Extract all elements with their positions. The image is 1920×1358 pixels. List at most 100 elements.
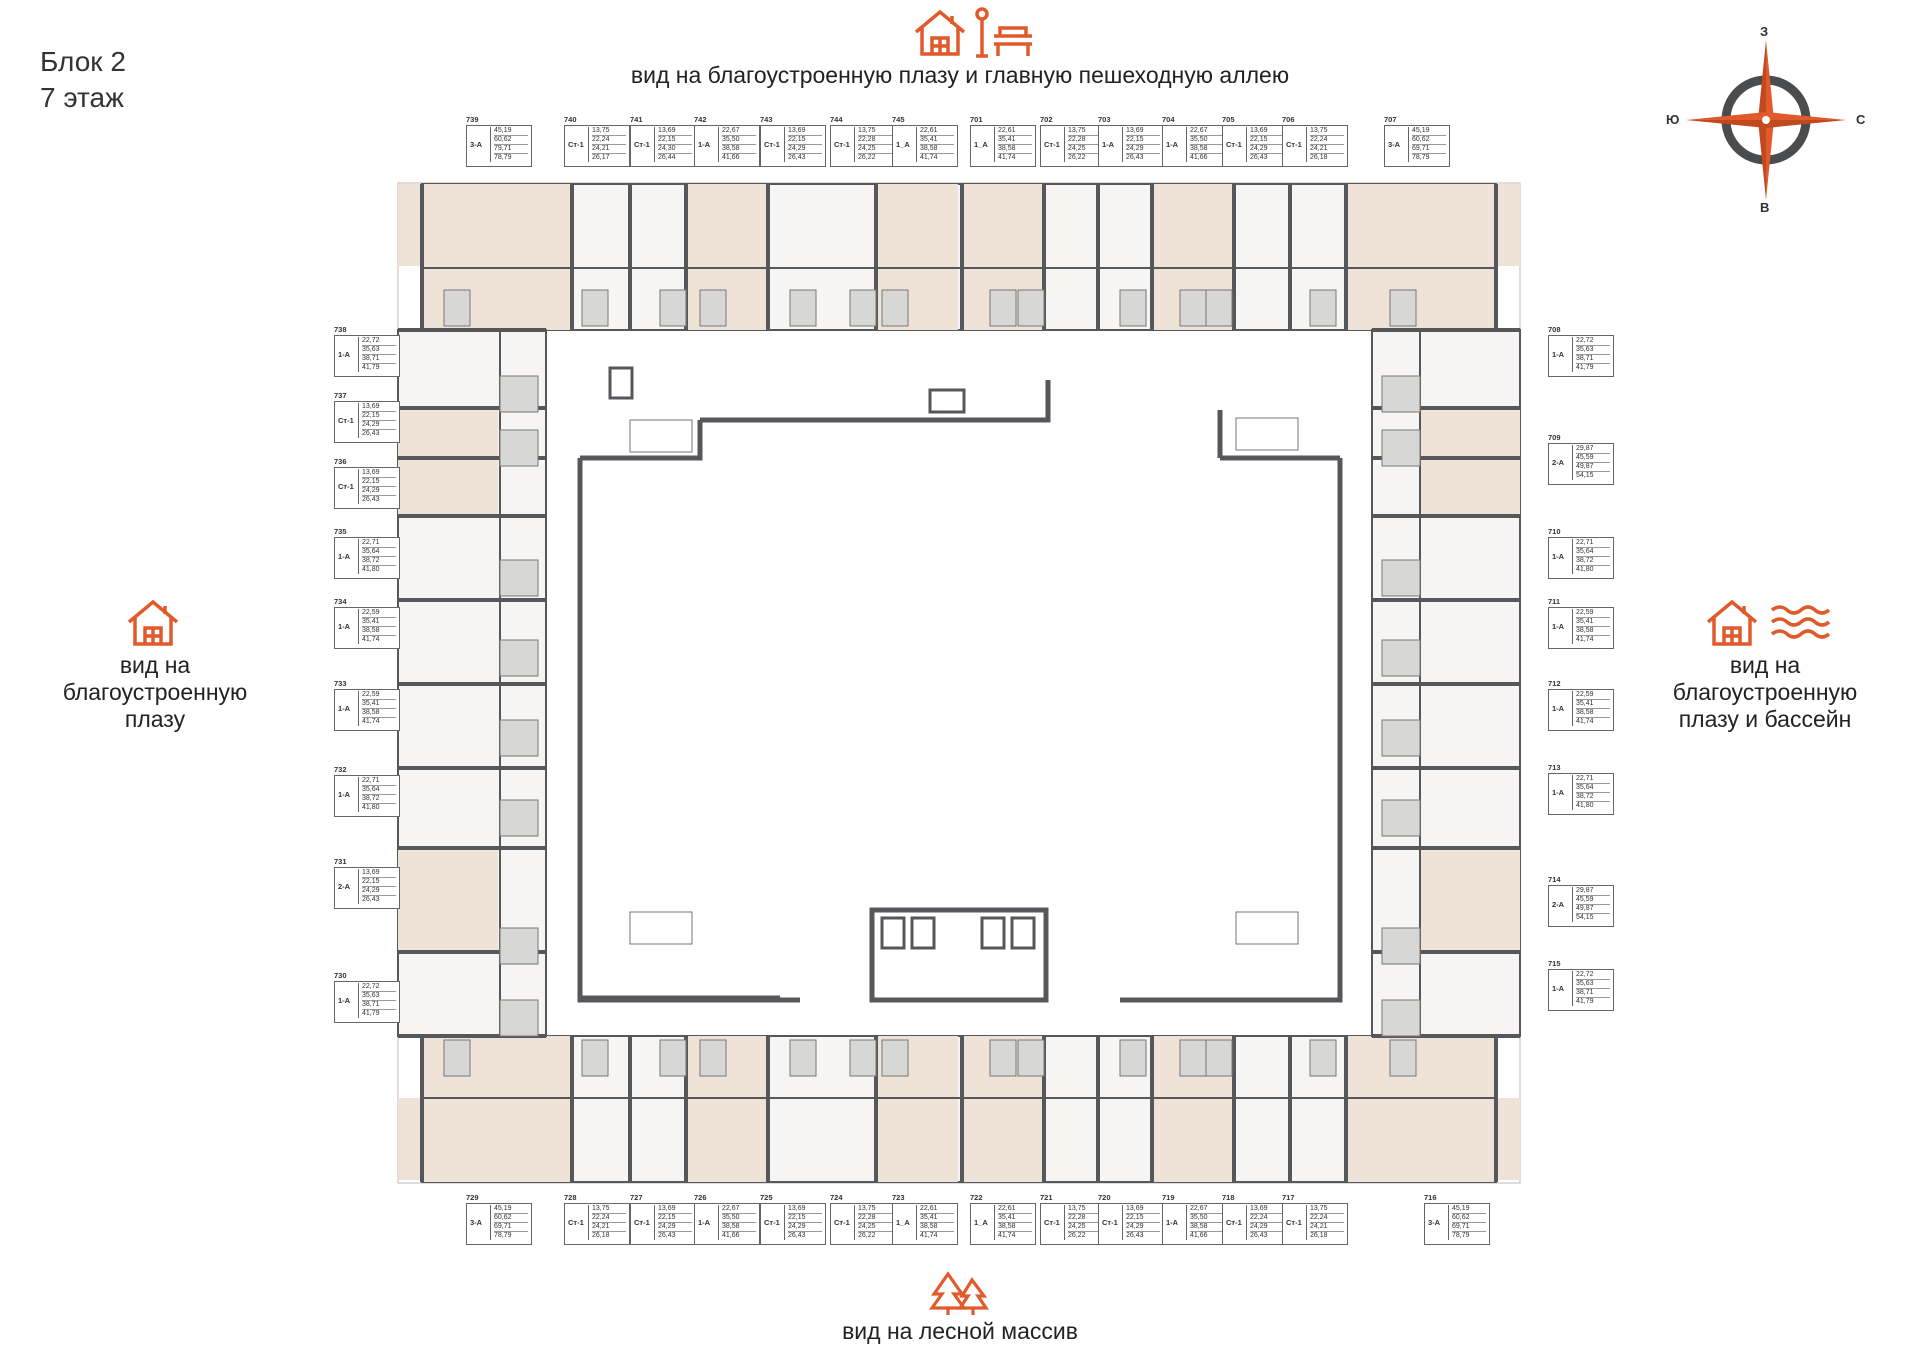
apartment-number: 703 xyxy=(1098,115,1111,124)
bathroom xyxy=(1179,289,1207,327)
block-floor-title: Блок 2 7 этаж xyxy=(40,44,126,116)
apartment-area-value: 13,75 xyxy=(592,127,626,136)
apartment-area-value: 13,69 xyxy=(362,469,396,478)
apartment-area-value: 13,69 xyxy=(658,1205,692,1214)
apartment-area-value: 24,25 xyxy=(858,145,892,154)
apartment-number: 743 xyxy=(760,115,773,124)
apartment-number: 734 xyxy=(334,597,347,606)
apartment-number: 724 xyxy=(830,1193,843,1202)
apartment-area-value: 41,74 xyxy=(920,154,938,161)
apartment-area-value: 22,72 xyxy=(362,983,396,992)
apartment-area-value: 41,80 xyxy=(1576,802,1594,809)
apartment-type: 1-А xyxy=(1166,1218,1179,1227)
view-left-caption: вид на благоустроенную плазу xyxy=(30,652,280,733)
view-right-line-3: плазу и бассейн xyxy=(1678,706,1852,732)
apartment-number: 726 xyxy=(694,1193,707,1202)
apartment-area-value: 60,62 xyxy=(494,1214,528,1223)
bathroom xyxy=(849,289,877,327)
apartment-area-value: 22,59 xyxy=(1576,691,1610,700)
apartment-area-value: 13,69 xyxy=(1126,1205,1160,1214)
apartment-area-value: 41,74 xyxy=(920,1232,938,1239)
apartment-area-value: 41,74 xyxy=(362,718,380,725)
apartment-area-value: 35,50 xyxy=(722,136,756,145)
bathroom xyxy=(1179,1039,1207,1077)
apartment-type: Ст-1 xyxy=(634,1218,650,1227)
apartment-type: 1-А xyxy=(1552,704,1565,713)
apartment-number: 720 xyxy=(1098,1193,1111,1202)
apartment-area-value: 35,63 xyxy=(362,992,396,1001)
bathroom xyxy=(499,429,539,467)
apartment-area-value: 24,25 xyxy=(1068,145,1102,154)
apartment-type: 1-А xyxy=(338,790,351,799)
apartment-number: 706 xyxy=(1282,115,1295,124)
apartment-type: 1_А xyxy=(896,1218,910,1227)
bathroom xyxy=(499,799,539,837)
bathroom xyxy=(499,719,539,757)
bathroom xyxy=(659,289,687,327)
apartment-type: 1_А xyxy=(974,140,988,149)
apartment-area-value: 13,75 xyxy=(858,127,892,136)
apartment-number: 742 xyxy=(694,115,707,124)
apartment-area-value: 13,69 xyxy=(788,1205,822,1214)
apartment-type: 1-А xyxy=(1552,350,1565,359)
bathroom xyxy=(659,1039,687,1077)
apartment-area-value: 22,71 xyxy=(1576,775,1610,784)
apartment-number: 716 xyxy=(1424,1193,1437,1202)
apartment-type: Ст-1 xyxy=(834,140,850,149)
apartment-type: Ст-1 xyxy=(1286,140,1302,149)
apartment-area-value: 26,43 xyxy=(1126,154,1144,161)
apartment-number: 729 xyxy=(466,1193,479,1202)
apartment-number: 715 xyxy=(1548,959,1561,968)
apartment-area-value: 22,59 xyxy=(362,609,396,618)
compass-west: Ю xyxy=(1666,112,1680,127)
apartment-number: 721 xyxy=(1040,1193,1053,1202)
apartment-area-value: 24,29 xyxy=(1250,145,1284,154)
apartment-type: 2-А xyxy=(1552,458,1565,467)
apartment-area-value: 38,58 xyxy=(998,145,1032,154)
apartment-area-value: 38,58 xyxy=(362,627,396,636)
apartment-area-value: 13,69 xyxy=(658,127,692,136)
apartment-type: 1_А xyxy=(974,1218,988,1227)
apartment-area-value: 22,71 xyxy=(362,777,396,786)
apartment-number: 708 xyxy=(1548,325,1561,334)
forest-icon xyxy=(928,1271,989,1315)
apartment-area-value: 35,41 xyxy=(1576,618,1610,627)
apartment-area-value: 41,79 xyxy=(1576,998,1594,1005)
apartment-area-value: 22,61 xyxy=(920,1205,954,1214)
courtyard-walls xyxy=(577,380,1343,1003)
apartment-type: 2-А xyxy=(338,882,351,891)
apartment-area-value: 13,69 xyxy=(1250,1205,1284,1214)
apartment-area-value: 41,66 xyxy=(722,154,740,161)
apartment-number: 723 xyxy=(892,1193,905,1202)
apartment-area-value: 22,15 xyxy=(788,136,822,145)
compass-north: З xyxy=(1760,24,1769,39)
apartment-area-value: 26,22 xyxy=(858,1232,876,1239)
